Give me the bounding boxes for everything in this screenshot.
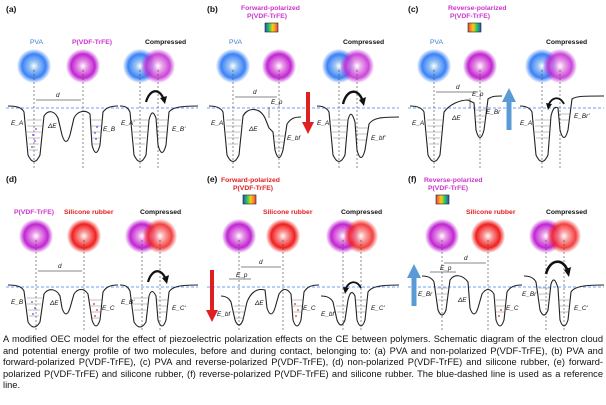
panel-a: (a) PVA P(VDF-TrFE) Compressed d E_A ΔE … bbox=[6, 4, 199, 170]
energy-right: E_C bbox=[506, 305, 519, 312]
transfer-arrow bbox=[544, 260, 570, 275]
ep-label: E_p bbox=[271, 99, 283, 106]
energy-right-compressed: E_C' bbox=[371, 305, 385, 312]
energy-left-compressed: E_A' bbox=[520, 120, 534, 127]
polarization-map-icon bbox=[467, 22, 482, 33]
panel-e: (e) Forward-polarized P(VDF-TrFE) Silico… bbox=[206, 174, 400, 332]
panel-a-compressed: Compressed bbox=[145, 39, 186, 46]
distance-label: d bbox=[259, 259, 263, 266]
delta-e: ΔE bbox=[47, 123, 57, 130]
delta-e: ΔE bbox=[457, 297, 467, 304]
distance-label: d bbox=[456, 84, 460, 91]
energy-right: E_bf bbox=[287, 135, 301, 142]
energy-left: E_A bbox=[211, 120, 223, 127]
transfer-arrow bbox=[341, 90, 365, 105]
panel-b-label: (b) bbox=[207, 4, 218, 14]
polarization-map-icon bbox=[435, 194, 450, 205]
distance-label: d bbox=[58, 263, 62, 270]
panel-e-title-2: P(VDF-TrFE) bbox=[233, 185, 273, 192]
energy-right-compressed: E_Br' bbox=[574, 113, 590, 120]
energy-left-compressed: E_Br' bbox=[522, 291, 538, 298]
energy-left: E_bf bbox=[217, 311, 231, 318]
pvdf-cloud-compressed bbox=[141, 49, 175, 83]
ep-label: E_p bbox=[236, 272, 248, 279]
energy-left: E_B bbox=[11, 299, 24, 306]
panel-f-compressed: Compressed bbox=[546, 209, 587, 216]
panel-f-label: (f) bbox=[408, 174, 417, 184]
panel-a-label: (a) bbox=[6, 4, 17, 14]
panel-c-left-name: PVA bbox=[430, 39, 444, 46]
energy-left-compressed: E_bf' bbox=[321, 311, 336, 318]
transfer-arrow bbox=[144, 90, 166, 103]
energy-right: E_C bbox=[102, 305, 115, 312]
energy-left: E_Br bbox=[418, 291, 433, 298]
energy-left: E_A bbox=[11, 120, 23, 127]
transfer-arrow bbox=[146, 270, 168, 283]
delta-e: ΔE bbox=[451, 115, 461, 122]
figure-caption: A modified OEC model for the effect of p… bbox=[3, 334, 603, 391]
energy-right: E_C bbox=[303, 305, 316, 312]
panel-c: (c) Reverse-polarized P(VDF-TrFE) PVA Co… bbox=[408, 4, 605, 170]
panel-d-label: (d) bbox=[6, 174, 17, 184]
panel-b-title-1: Forward-polarized bbox=[241, 5, 300, 12]
delta-e: ΔE bbox=[49, 300, 59, 307]
panel-f: (f) Reverse-polarized P(VDF-TrFE) Silico… bbox=[407, 174, 605, 332]
panel-a-right-name: P(VDF-TrFE) bbox=[72, 39, 112, 46]
panel-d-left-name: P(VDF-TrFE) bbox=[14, 209, 54, 216]
panel-e-label: (e) bbox=[207, 174, 218, 184]
panel-c-title-2: P(VDF-TrFE) bbox=[450, 13, 490, 20]
panel-f-title-2: P(VDF-TrFE) bbox=[428, 185, 468, 192]
delta-e: ΔE bbox=[248, 126, 258, 133]
panel-e-compressed: Compressed bbox=[341, 209, 382, 216]
energy-right: E_B bbox=[103, 126, 116, 133]
energy-left-compressed: E_B' bbox=[121, 299, 135, 306]
ep-label: E_p bbox=[440, 265, 452, 272]
ep-label: E_p bbox=[472, 91, 484, 98]
panel-d-compressed: Compressed bbox=[140, 209, 181, 216]
panel-c-label: (c) bbox=[408, 4, 419, 14]
energy-right-compressed: E_bf' bbox=[371, 135, 386, 142]
energy-right: E_Br bbox=[486, 109, 501, 116]
panel-b-title-2: P(VDF-TrFE) bbox=[247, 13, 287, 20]
energy-right-compressed: E_B' bbox=[172, 126, 186, 133]
delta-e: ΔE bbox=[254, 300, 264, 307]
distance-label: d bbox=[464, 255, 468, 262]
polarization-map-icon bbox=[264, 22, 279, 33]
pva-cloud bbox=[17, 49, 51, 83]
polarization-map-icon bbox=[242, 194, 257, 205]
distance-label: d bbox=[253, 89, 257, 96]
panel-e-title-1: Forward-polarized bbox=[221, 177, 280, 184]
panel-c-title-1: Reverse-polarized bbox=[448, 5, 507, 12]
panel-c-compressed: Compressed bbox=[546, 39, 587, 46]
distance-label: d bbox=[56, 92, 60, 99]
energy-right-compressed: E_C' bbox=[172, 305, 186, 312]
panel-b-left-name: PVA bbox=[229, 39, 243, 46]
energy-right-compressed: E_C' bbox=[574, 305, 588, 312]
panel-d: (d) P(VDF-TrFE) Silicone rubber Compress… bbox=[6, 174, 199, 332]
panel-f-title-1: Reverse-polarized bbox=[424, 177, 483, 184]
panel-b-compressed: Compressed bbox=[343, 39, 384, 46]
oec-model-figure: (a) PVA P(VDF-TrFE) Compressed d E_A ΔE … bbox=[6, 4, 605, 332]
energy-left-compressed: E_A' bbox=[121, 120, 135, 127]
panel-a-left-name: PVA bbox=[30, 39, 44, 46]
panel-d-right-name: Silicone rubber bbox=[64, 209, 114, 216]
pvdf-cloud bbox=[66, 49, 100, 83]
panel-f-right-name: Silicone rubber bbox=[466, 209, 516, 216]
energy-left-compressed: E_A' bbox=[317, 120, 331, 127]
energy-left: E_A bbox=[412, 120, 424, 127]
panel-b: (b) Forward-polarized P(VDF-TrFE) PVA Co… bbox=[207, 4, 400, 170]
panel-e-right-name: Silicone rubber bbox=[263, 209, 313, 216]
